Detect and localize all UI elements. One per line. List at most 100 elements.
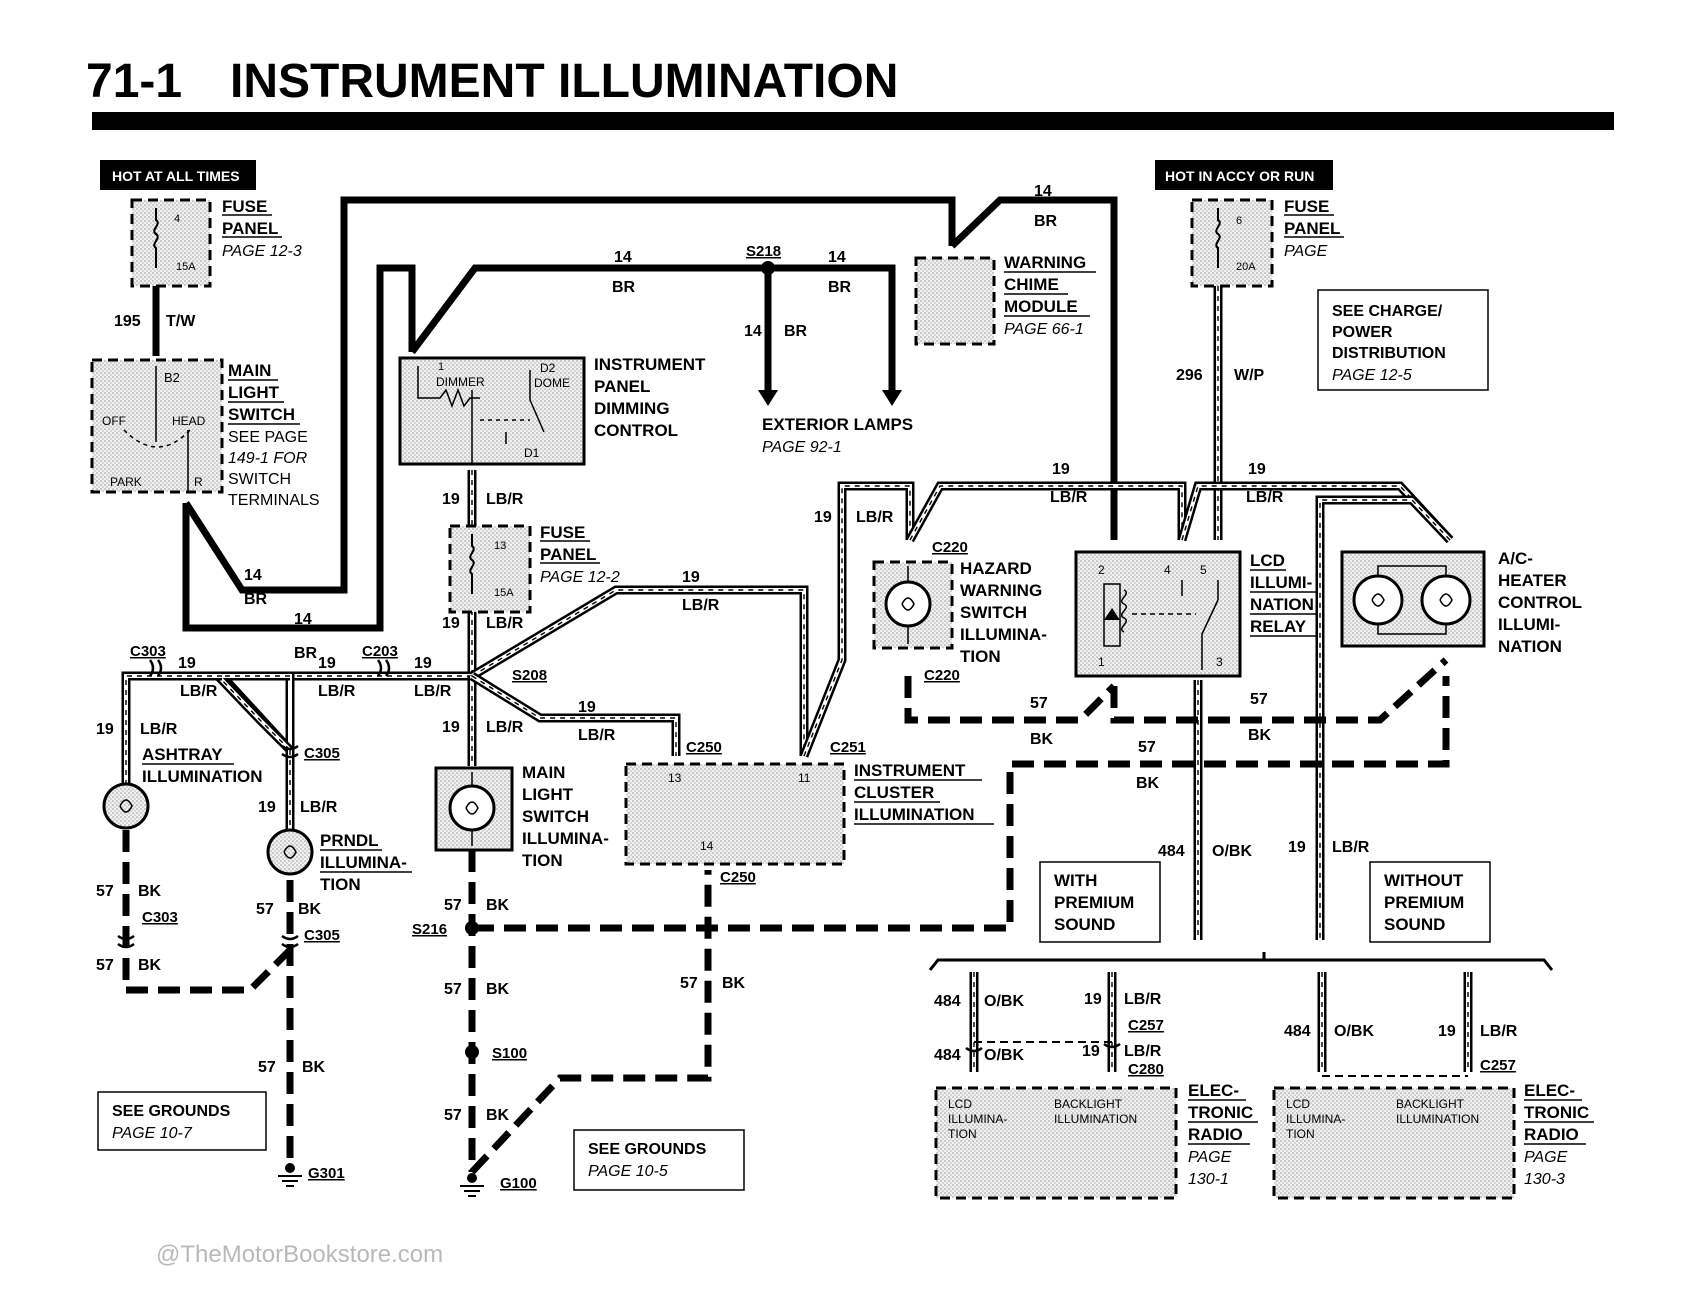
svg-text:O/BK: O/BK: [984, 1047, 1024, 1064]
svg-text:D1: D1: [524, 446, 540, 460]
hot-at-all-times-badge: HOT AT ALL TIMES: [100, 160, 256, 190]
svg-text:BK: BK: [486, 897, 510, 914]
svg-text:PAGE 10-5: PAGE 10-5: [588, 1163, 668, 1180]
svg-text:TION: TION: [960, 647, 1001, 666]
svg-text:14: 14: [828, 249, 846, 266]
svg-text:HOT AT ALL TIMES: HOT AT ALL TIMES: [112, 168, 240, 184]
svg-text:PAGE 66-1: PAGE 66-1: [1004, 321, 1084, 338]
watermark-text: @TheMotorBookstore.com: [156, 1241, 443, 1268]
fuse-panel-12-2: 13 15A FUSE PANEL PAGE 12-2: [448, 523, 620, 614]
svg-text:CONTROL: CONTROL: [594, 421, 678, 440]
ashtray-illumination: ASHTRAY ILLUMINATION: [102, 745, 263, 830]
svg-text:5: 5: [1200, 563, 1207, 577]
svg-text:PAGE: PAGE: [1284, 243, 1328, 260]
svg-text:14: 14: [244, 567, 262, 584]
svg-text:ILLUMI-: ILLUMI-: [1498, 615, 1560, 634]
svg-text:TION: TION: [948, 1127, 977, 1141]
svg-text:C220: C220: [932, 539, 968, 556]
svg-text:SWITCH: SWITCH: [522, 807, 589, 826]
svg-text:WITH: WITH: [1054, 871, 1097, 890]
svg-text:DIMMING: DIMMING: [594, 399, 670, 418]
svg-text:NATION: NATION: [1250, 595, 1314, 614]
svg-text:CONTROL: CONTROL: [1498, 593, 1582, 612]
svg-text:LB/R: LB/R: [1124, 991, 1162, 1008]
svg-text:14: 14: [614, 249, 632, 266]
svg-text:PANEL: PANEL: [222, 219, 278, 238]
svg-text:19: 19: [1082, 1043, 1100, 1060]
svg-text:20A: 20A: [1236, 261, 1256, 273]
svg-text:TRONIC: TRONIC: [1188, 1103, 1253, 1122]
svg-text:PANEL: PANEL: [540, 545, 596, 564]
svg-text:19: 19: [258, 799, 276, 816]
svg-text:57: 57: [1250, 691, 1268, 708]
see-grounds-10-5-box: SEE GROUNDS PAGE 10-5: [573, 1129, 745, 1191]
svg-text:484: 484: [1158, 843, 1185, 860]
main-light-switch: B2 OFF HEAD PARK R MAIN LIGHT SWITCH SEE…: [90, 358, 320, 509]
svg-text:19: 19: [318, 655, 336, 672]
svg-text:INSTRUMENT: INSTRUMENT: [594, 355, 706, 374]
svg-text:57: 57: [256, 901, 274, 918]
without-premium-sound-box: WITHOUT PREMIUM SOUND: [1369, 861, 1491, 943]
svg-text:WARNING: WARNING: [960, 581, 1042, 600]
svg-text:C257: C257: [1128, 1017, 1164, 1034]
splice-s218: [761, 261, 775, 275]
prndl-illumination: PRNDL ILLUMINA- TION: [266, 828, 412, 894]
svg-text:484: 484: [934, 1047, 961, 1064]
svg-text:LCD: LCD: [1250, 551, 1285, 570]
splice-s216: [465, 921, 479, 935]
svg-text:O/BK: O/BK: [984, 993, 1024, 1010]
svg-text:LB/R: LB/R: [318, 683, 356, 700]
svg-text:G100: G100: [500, 1175, 537, 1192]
svg-text:19: 19: [442, 615, 460, 632]
svg-text:CHIME: CHIME: [1004, 275, 1059, 294]
svg-text:SWITCH: SWITCH: [228, 405, 295, 424]
svg-text:SEE GROUNDS: SEE GROUNDS: [588, 1141, 707, 1158]
svg-text:RADIO: RADIO: [1188, 1125, 1243, 1144]
svg-text:PAGE 92-1: PAGE 92-1: [762, 439, 842, 456]
svg-text:14: 14: [294, 611, 312, 628]
svg-text:LCD: LCD: [948, 1097, 972, 1111]
svg-text:LIGHT: LIGHT: [522, 785, 574, 804]
svg-text:57: 57: [680, 975, 698, 992]
svg-text:BR: BR: [294, 645, 318, 662]
svg-text:LB/R: LB/R: [140, 721, 178, 738]
svg-text:484: 484: [934, 993, 961, 1010]
svg-text:19: 19: [442, 719, 460, 736]
svg-text:BACKLIGHT: BACKLIGHT: [1396, 1097, 1465, 1111]
svg-text:PAGE 12-2: PAGE 12-2: [540, 569, 620, 586]
svg-text:C303: C303: [130, 643, 166, 660]
svg-text:BK: BK: [138, 883, 162, 900]
svg-text:BACKLIGHT: BACKLIGHT: [1054, 1097, 1123, 1111]
svg-text:WARNING: WARNING: [1004, 253, 1086, 272]
svg-text:C303: C303: [142, 909, 178, 926]
svg-text:HEAD: HEAD: [172, 414, 206, 428]
svg-text:T/W: T/W: [166, 313, 196, 330]
ground-symbol-g100: [460, 1173, 484, 1197]
instrument-cluster-illumination: 13 11 14 INSTRUMENT CLUSTER ILLUMINATION: [624, 761, 994, 866]
svg-text:C220: C220: [924, 667, 960, 684]
svg-text:4: 4: [174, 213, 180, 225]
svg-text:19: 19: [1288, 839, 1306, 856]
svg-text:HOT IN ACCY OR RUN: HOT IN ACCY OR RUN: [1165, 168, 1314, 184]
instrument-panel-dimming-control: 1 DIMMER D2 DOME D1 INSTRUMENT PANEL DIM…: [398, 355, 706, 466]
svg-text:RADIO: RADIO: [1524, 1125, 1579, 1144]
svg-text:6: 6: [1236, 215, 1242, 227]
svg-text:BK: BK: [298, 901, 322, 918]
svg-text:BK: BK: [302, 1059, 326, 1076]
page-header: 71-1 INSTRUMENT ILLUMINATION: [86, 55, 1614, 130]
svg-text:LB/R: LB/R: [856, 509, 894, 526]
svg-text:C305: C305: [304, 745, 340, 762]
svg-text:149-1 FOR: 149-1 FOR: [228, 450, 308, 467]
svg-text:C203: C203: [362, 643, 398, 660]
wire-striped-network: [121, 286, 1473, 1072]
svg-text:4: 4: [1164, 563, 1171, 577]
svg-text:B2: B2: [164, 370, 180, 385]
svg-text:1: 1: [1098, 655, 1105, 669]
svg-text:EXTERIOR LAMPS: EXTERIOR LAMPS: [762, 415, 913, 434]
svg-text:3: 3: [1216, 655, 1223, 669]
svg-text:19: 19: [178, 655, 196, 672]
svg-text:19: 19: [1052, 461, 1070, 478]
ac-heater-control-illumination: A/C- HEATER CONTROL ILLUMI- NATION: [1340, 549, 1582, 656]
svg-text:S100: S100: [492, 1045, 527, 1062]
svg-text:14: 14: [1034, 183, 1052, 200]
